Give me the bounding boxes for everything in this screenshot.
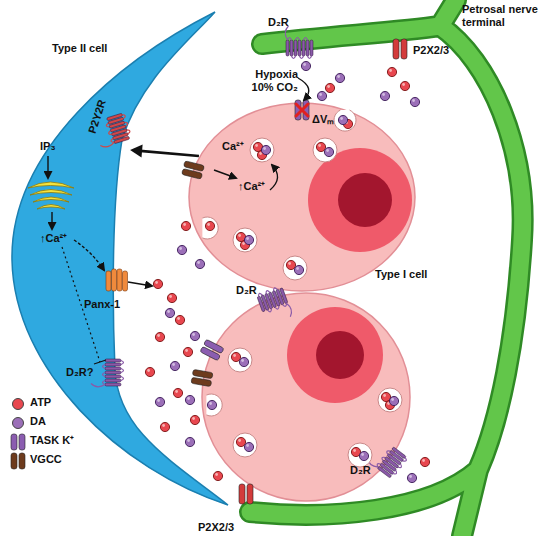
- legend-symbol: [10, 452, 26, 470]
- cell-label: Petrosal nerve terminal: [462, 3, 548, 29]
- cell-label: IP₃: [40, 140, 55, 153]
- cell-label: D₂R: [350, 464, 371, 477]
- legend-symbol: [10, 433, 26, 451]
- cell-label: P2X2/3: [413, 44, 449, 57]
- legend-text: ATP: [30, 396, 51, 409]
- arrow-head: [130, 145, 143, 158]
- legend-text: DA: [30, 415, 46, 428]
- cell-label: Panx-1: [84, 298, 120, 311]
- pannexin-channel: [106, 269, 128, 291]
- cell-label: P2X2/3: [198, 521, 234, 534]
- legend-row: VGCC: [10, 453, 100, 469]
- legend-text: TASK K⁺: [30, 434, 74, 447]
- legend-text: VGCC: [30, 453, 62, 466]
- legend-row: DA: [10, 415, 100, 431]
- legend-swatch: [12, 398, 24, 410]
- cell-label: ↑Ca²⁺: [40, 232, 67, 245]
- legend-row: ATP: [10, 396, 100, 412]
- cell-label: ΔVₘ: [312, 113, 334, 126]
- legend: ATP DA TASK K⁺ VGCC: [10, 396, 100, 472]
- arrow-line: [140, 151, 199, 156]
- cell-label: D₂R?: [66, 366, 94, 379]
- cell-label: Type II cell: [52, 42, 107, 55]
- cell-label: D₂R: [268, 16, 289, 29]
- stimulus-label: Hypoxia 10% CO₂: [240, 68, 298, 94]
- cell-label: D₂R: [236, 284, 257, 297]
- cell-label: Type I cell: [375, 268, 427, 281]
- cell-label: ↑Ca²⁺: [238, 180, 265, 193]
- cell-label: Ca²⁺: [222, 140, 244, 153]
- legend-row: TASK K⁺: [10, 434, 100, 450]
- signal-arrow: [130, 145, 199, 158]
- legend-swatch: [12, 417, 24, 429]
